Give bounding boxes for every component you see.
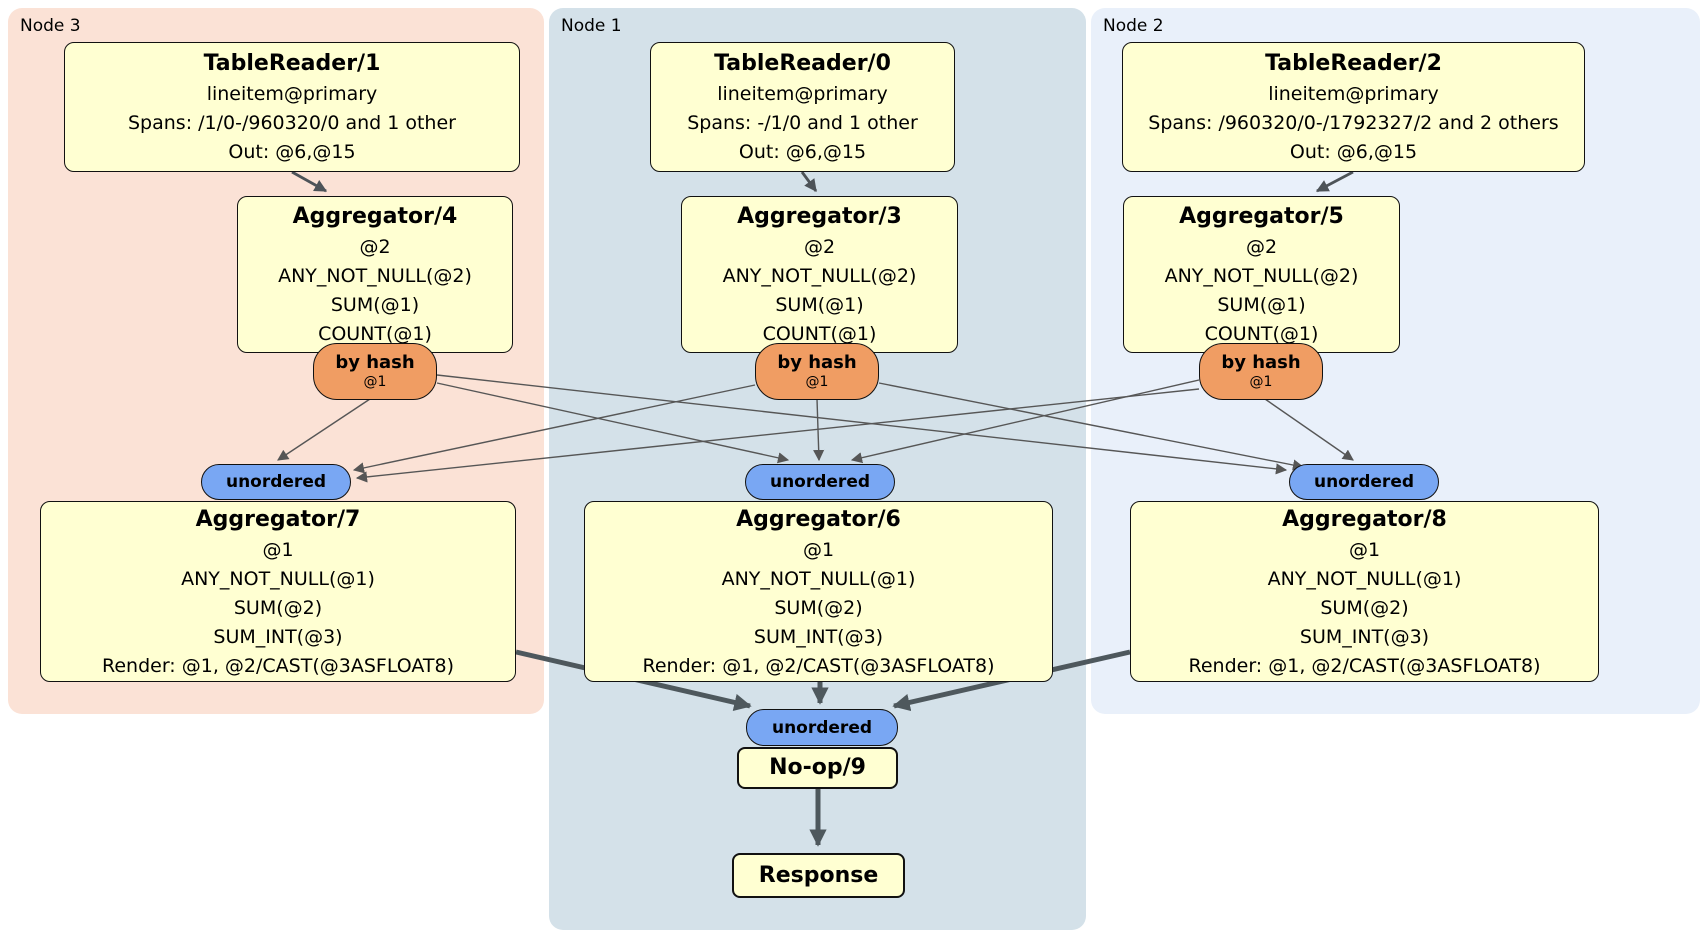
node-detail-line: ANY_NOT_NULL(@2) bbox=[722, 265, 917, 288]
panel-node-2-label: Node 2 bbox=[1103, 16, 1164, 36]
node-detail-line: SUM(@1) bbox=[1217, 294, 1306, 317]
sync-label: unordered bbox=[225, 472, 327, 492]
aggregator-3-box: Aggregator/3 @2 ANY_NOT_NULL(@2) SUM(@1)… bbox=[681, 196, 958, 353]
node-detail-line: SUM(@2) bbox=[233, 596, 323, 619]
tablereader-2-box: TableReader/2 lineitem@primary Spans: /9… bbox=[1122, 42, 1585, 172]
aggregator-4-box: Aggregator/4 @2 ANY_NOT_NULL(@2) SUM(@1)… bbox=[237, 196, 513, 353]
aggregator-7-box: Aggregator/7 @1 ANY_NOT_NULL(@1) SUM(@2)… bbox=[40, 501, 516, 682]
tablereader-1-box: TableReader/1 lineitem@primary Spans: /1… bbox=[64, 42, 520, 172]
unordered-sync-agg6: unordered bbox=[745, 464, 895, 500]
unordered-sync-final: unordered bbox=[746, 709, 898, 746]
node-detail-line: COUNT(@1) bbox=[762, 323, 877, 346]
aggregator-8-box: Aggregator/8 @1 ANY_NOT_NULL(@1) SUM(@2)… bbox=[1130, 501, 1599, 682]
panel-node-1-label: Node 1 bbox=[561, 16, 622, 36]
router-label: by hash bbox=[777, 352, 857, 374]
aggregator-5-box: Aggregator/5 @2 ANY_NOT_NULL(@2) SUM(@1)… bbox=[1123, 196, 1400, 353]
node-detail-line: lineitem@primary bbox=[717, 83, 888, 106]
node-detail-line: ANY_NOT_NULL(@1) bbox=[1267, 567, 1462, 590]
node-title: Aggregator/4 bbox=[292, 204, 458, 230]
node-detail-line: @2 bbox=[803, 236, 836, 259]
node-detail-line: Spans: /1/0-/960320/0 and 1 other bbox=[128, 112, 456, 135]
node-title: Response bbox=[758, 862, 879, 888]
node-detail-line: SUM(@1) bbox=[330, 294, 420, 317]
node-title: TableReader/1 bbox=[203, 50, 381, 76]
node-title: No-op/9 bbox=[769, 755, 866, 781]
by-hash-router-agg4: by hash @1 bbox=[313, 343, 437, 400]
node-detail-line: @2 bbox=[1245, 236, 1278, 259]
node-title: Aggregator/6 bbox=[736, 506, 901, 532]
sync-label: unordered bbox=[769, 472, 871, 492]
by-hash-router-agg3: by hash @1 bbox=[755, 343, 879, 400]
node-title: TableReader/2 bbox=[1265, 50, 1442, 76]
node-title: Aggregator/7 bbox=[195, 506, 361, 532]
node-detail-line: ANY_NOT_NULL(@2) bbox=[1164, 265, 1359, 288]
node-detail-line: Out: @6,@15 bbox=[1289, 141, 1418, 164]
node-detail-line: ANY_NOT_NULL(@1) bbox=[181, 567, 375, 590]
node-detail-line: Spans: -/1/0 and 1 other bbox=[687, 112, 918, 135]
unordered-sync-agg8: unordered bbox=[1289, 464, 1439, 500]
node-detail-line: @1 bbox=[802, 539, 835, 562]
node-detail-line: SUM(@2) bbox=[1320, 596, 1409, 619]
router-detail: @1 bbox=[1249, 373, 1273, 390]
node-detail-line: SUM_INT(@3) bbox=[753, 625, 884, 648]
node-detail-line: Render: @1, @2/CAST(@3ASFLOAT8) bbox=[642, 654, 995, 677]
node-detail-line: lineitem@primary bbox=[206, 83, 378, 106]
node-detail-line: COUNT(@1) bbox=[318, 323, 432, 346]
noop-9-box: No-op/9 bbox=[737, 747, 898, 789]
node-detail-line: ANY_NOT_NULL(@1) bbox=[721, 567, 916, 590]
node-detail-line: Out: @6,@15 bbox=[738, 141, 867, 164]
node-detail-line: lineitem@primary bbox=[1268, 83, 1439, 106]
node-detail-line: Render: @1, @2/CAST(@3ASFLOAT8) bbox=[102, 654, 454, 677]
node-detail-line: @1 bbox=[1348, 539, 1381, 562]
by-hash-router-agg5: by hash @1 bbox=[1199, 343, 1323, 400]
node-detail-line: SUM(@1) bbox=[775, 294, 864, 317]
router-detail: @1 bbox=[805, 373, 829, 390]
aggregator-6-box: Aggregator/6 @1 ANY_NOT_NULL(@1) SUM(@2)… bbox=[584, 501, 1053, 682]
router-label: by hash bbox=[335, 352, 415, 374]
node-detail-line: SUM_INT(@3) bbox=[1299, 625, 1430, 648]
node-title: Aggregator/3 bbox=[737, 204, 902, 230]
unordered-sync-agg7: unordered bbox=[201, 464, 351, 500]
sync-label: unordered bbox=[771, 717, 873, 738]
tablereader-0-box: TableReader/0 lineitem@primary Spans: -/… bbox=[650, 42, 955, 172]
node-detail-line: Out: @6,@15 bbox=[228, 141, 356, 164]
node-title: Aggregator/5 bbox=[1179, 204, 1344, 230]
node-detail-line: COUNT(@1) bbox=[1204, 323, 1319, 346]
response-box: Response bbox=[732, 853, 905, 898]
node-detail-line: Render: @1, @2/CAST(@3ASFLOAT8) bbox=[1188, 654, 1541, 677]
node-detail-line: SUM(@2) bbox=[774, 596, 863, 619]
node-detail-line: ANY_NOT_NULL(@2) bbox=[278, 265, 472, 288]
panel-node-3-label: Node 3 bbox=[20, 16, 81, 36]
node-detail-line: @2 bbox=[359, 236, 391, 259]
router-label: by hash bbox=[1221, 352, 1301, 374]
node-detail-line: @1 bbox=[262, 539, 294, 562]
router-detail: @1 bbox=[363, 373, 387, 390]
node-detail-line: SUM_INT(@3) bbox=[213, 625, 343, 648]
node-detail-line: Spans: /960320/0-/1792327/2 and 2 others bbox=[1148, 112, 1559, 135]
sync-label: unordered bbox=[1313, 472, 1415, 492]
node-title: Aggregator/8 bbox=[1282, 506, 1447, 532]
node-title: TableReader/0 bbox=[714, 50, 891, 76]
